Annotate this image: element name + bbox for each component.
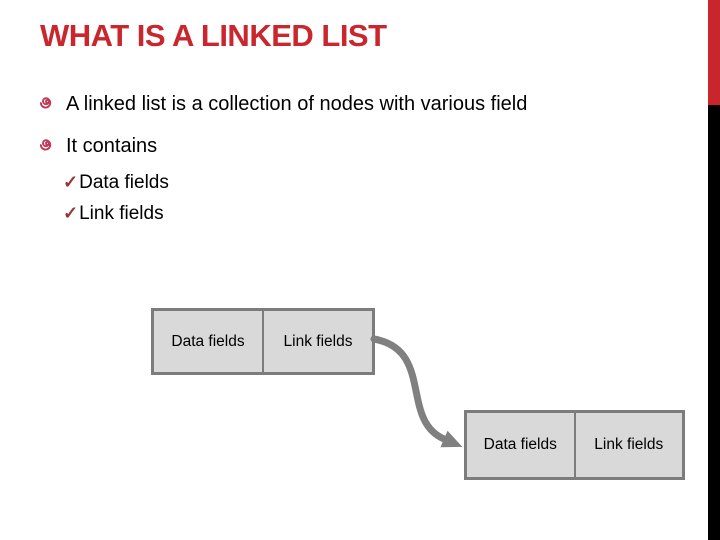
bullet-text: It contains <box>66 135 158 157</box>
node2-link-field-cell: Link fields <box>573 413 683 477</box>
accent-bar-red <box>708 0 720 105</box>
node1-data-field-cell: Data fields <box>171 332 245 350</box>
accent-bar-black <box>708 105 720 540</box>
node2-data-field-cell: Data fields <box>483 436 557 453</box>
spiral-bullet-icon <box>40 139 52 151</box>
slide-title: WHAT IS A LINKED LIST <box>40 18 387 53</box>
sub-bullet-item-2: ✓ Link fields <box>63 202 164 225</box>
checkmark-icon: ✓ <box>63 172 79 192</box>
linked-list-node-2: Data fields Link fields <box>464 410 685 480</box>
spiral-bullet-icon <box>40 97 52 109</box>
sub-bullet-text: Link fields <box>79 203 164 224</box>
checkmark-icon: ✓ <box>63 203 79 223</box>
bullet-item-2: It contains <box>40 134 157 158</box>
sub-bullet-text: Data fields <box>79 172 169 193</box>
linked-list-node-1: Data fields Link fields <box>151 308 375 375</box>
node1-link-field-cell: Link fields <box>262 311 372 372</box>
sub-bullet-item-1: ✓ Data fields <box>63 171 169 194</box>
bullet-item-1: A linked list is a collection of nodes w… <box>40 92 527 116</box>
bullet-text: A linked list is a collection of nodes w… <box>66 93 528 115</box>
